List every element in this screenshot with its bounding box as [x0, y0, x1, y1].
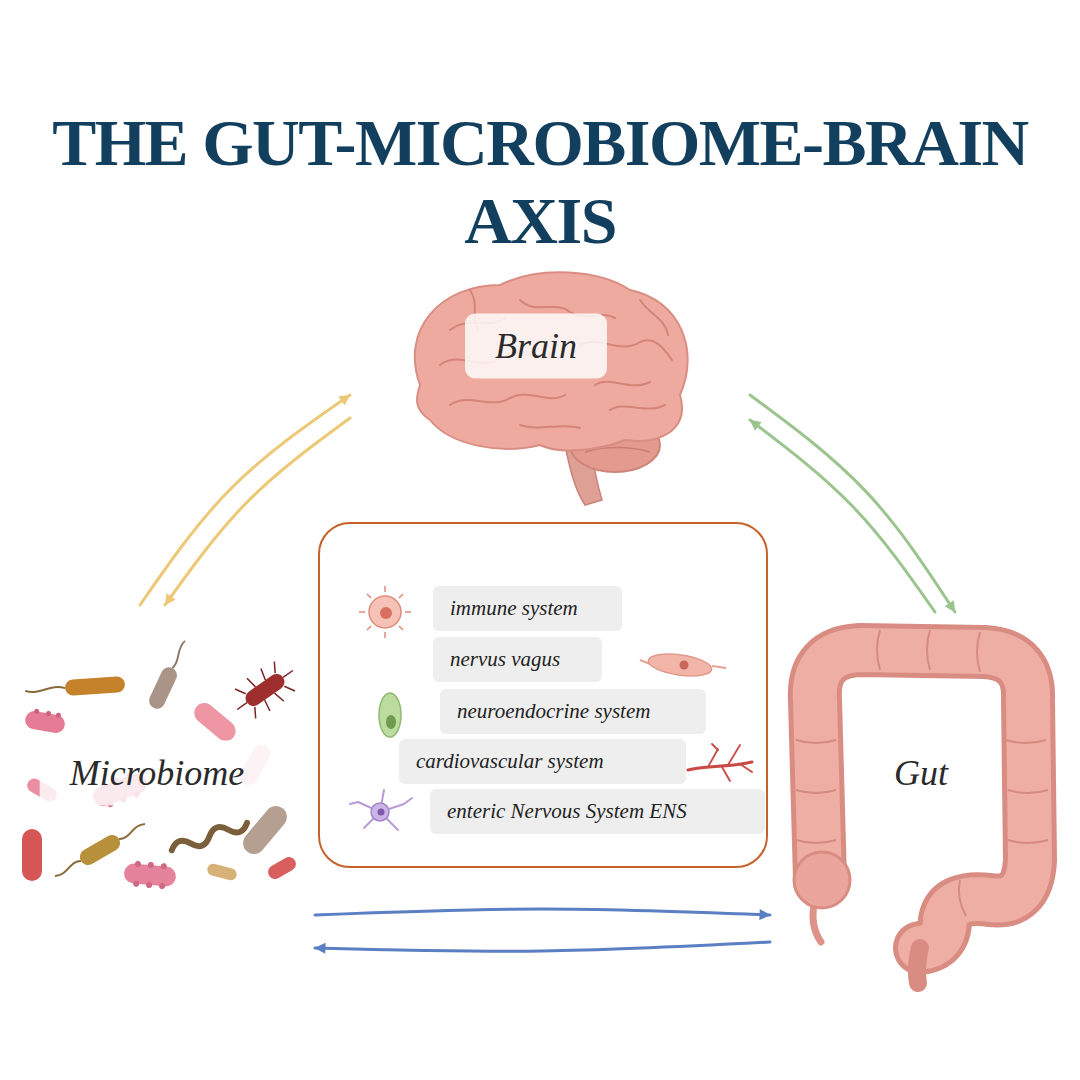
nerve-cell-icon — [640, 651, 726, 680]
gut-illustration-part-part — [877, 630, 980, 672]
microbe-illustration-part — [123, 860, 177, 890]
microbe-illustration-part-part — [266, 854, 299, 881]
microbe-illustration-part-part — [135, 861, 142, 868]
connector-arrow — [750, 420, 935, 612]
node-label: Microbiome — [40, 741, 275, 806]
gut-illustration-part-part — [1006, 740, 1048, 843]
nerve-cell-icon-part — [647, 651, 713, 680]
microbe-illustration-part-part — [206, 862, 238, 881]
endocrine-cell-icon — [379, 693, 401, 737]
microbe-illustration-part-part — [159, 883, 166, 890]
nerve-cell-icon-part — [680, 661, 689, 670]
immune-cell-icon-part — [380, 607, 392, 619]
connector-arrow — [165, 418, 350, 605]
microbe-illustration-part-part — [161, 863, 168, 870]
microbe-illustration-part — [22, 829, 42, 881]
brain-illustration-part-part — [450, 395, 565, 405]
gut-illustration-part — [815, 650, 1030, 948]
node-label: Brain — [465, 314, 607, 379]
node-label: Gut — [864, 741, 978, 806]
pathway-label: enteric Nervous System ENS — [447, 798, 748, 825]
microbiome-node: Microbiome — [15, 605, 315, 955]
gut-node: Gut — [770, 612, 1055, 960]
microbe-illustration-part-part — [46, 711, 52, 717]
microbe-illustration-part — [190, 699, 240, 745]
brain-illustration-part-part — [640, 300, 668, 335]
microbe-illustration-part — [206, 862, 238, 881]
endocrine-cell-icon-part — [379, 693, 401, 737]
microbe-illustration-part — [239, 801, 292, 858]
pathway-label: neuroendocrine system — [457, 698, 689, 725]
brain-illustration — [415, 272, 688, 505]
microbe-illustration-part-part — [22, 829, 42, 881]
brain-illustration-part-part — [610, 405, 665, 410]
blood-vessel-icon — [688, 744, 752, 781]
gut-illustration — [794, 630, 1048, 983]
microbe-illustration-part-part — [171, 640, 186, 668]
microbe-illustration-part — [25, 676, 126, 699]
blood-vessel-icon-part — [708, 744, 752, 781]
gut-illustration-part — [815, 650, 1030, 948]
microbe-illustration-part-part — [146, 665, 179, 712]
brain-illustration-part — [415, 272, 688, 450]
microbe-illustration-part-part — [133, 881, 140, 888]
microbe-illustration-part — [266, 854, 299, 881]
enteric-neuron-icon-part — [378, 809, 385, 816]
microbe-illustration-part-part — [146, 882, 153, 889]
connector-arrow — [750, 395, 955, 612]
microbe-illustration-part — [170, 817, 249, 856]
microbe-illustration-part-part — [25, 686, 65, 692]
microbe-illustration-part-part — [190, 699, 240, 745]
microbe-illustration-part — [24, 707, 67, 734]
pathway-pill: cardiovascular system — [399, 739, 686, 784]
brain-illustration-part — [440, 290, 672, 428]
connector-arrow — [315, 909, 770, 915]
pathway-label: nervus vagus — [450, 646, 585, 673]
enteric-neuron-icon-part — [350, 790, 412, 830]
microbe-illustration-part — [146, 637, 192, 711]
pathway-pill: nervus vagus — [433, 637, 602, 682]
pathway-label: immune system — [450, 595, 605, 622]
gut-illustration-part — [917, 948, 920, 983]
enteric-neuron-icon — [350, 790, 412, 830]
immune-cell-icon-part — [369, 596, 401, 628]
immune-cell-icon-part — [359, 586, 411, 638]
immune-cell-icon — [359, 586, 411, 638]
brain-illustration-part-part — [595, 382, 650, 386]
microbe-illustration-part-part — [55, 712, 61, 718]
microbe-illustration-part-part — [226, 654, 305, 726]
microbe-illustration-part-part — [242, 671, 287, 709]
microbe-illustration-part-part — [65, 676, 126, 696]
microbe-illustration-part-part — [148, 862, 155, 869]
microbe-illustration-part-part — [123, 863, 177, 887]
pathway-pill: immune system — [433, 586, 622, 631]
microbe-illustration-part-part — [77, 832, 123, 868]
gut-illustration-part — [794, 852, 850, 908]
diagram-title: THE GUT-MICROBIOME-BRAIN AXIS — [40, 104, 1040, 260]
pathway-label: cardiovascular system — [416, 748, 669, 775]
microbe-illustration-part-part — [24, 710, 67, 735]
gut-illustration-part — [796, 630, 1048, 916]
microbe-illustration-part — [226, 654, 305, 726]
pathway-frame: immune system nervus vagus neuroendocrine … — [318, 522, 768, 868]
gut-illustration-part-part — [959, 880, 966, 916]
microbe-illustration-part-part — [118, 823, 146, 841]
gut-illustration-part-part — [796, 740, 836, 843]
microbe-illustration — [22, 637, 304, 890]
connector-arrow — [315, 942, 770, 951]
brain-node: Brain — [350, 270, 750, 510]
microbe-illustration-part-part — [54, 860, 82, 878]
endocrine-cell-icon-part — [386, 715, 396, 729]
pathway-pill: neuroendocrine system — [440, 689, 706, 734]
enteric-neuron-icon-part — [371, 803, 389, 821]
microbe-illustration-part-part — [239, 801, 292, 858]
brain-illustration-part-part — [520, 425, 580, 428]
pathway-pill: enteric Nervous System ENS — [430, 789, 765, 834]
microbe-illustration-part-part — [34, 709, 40, 715]
